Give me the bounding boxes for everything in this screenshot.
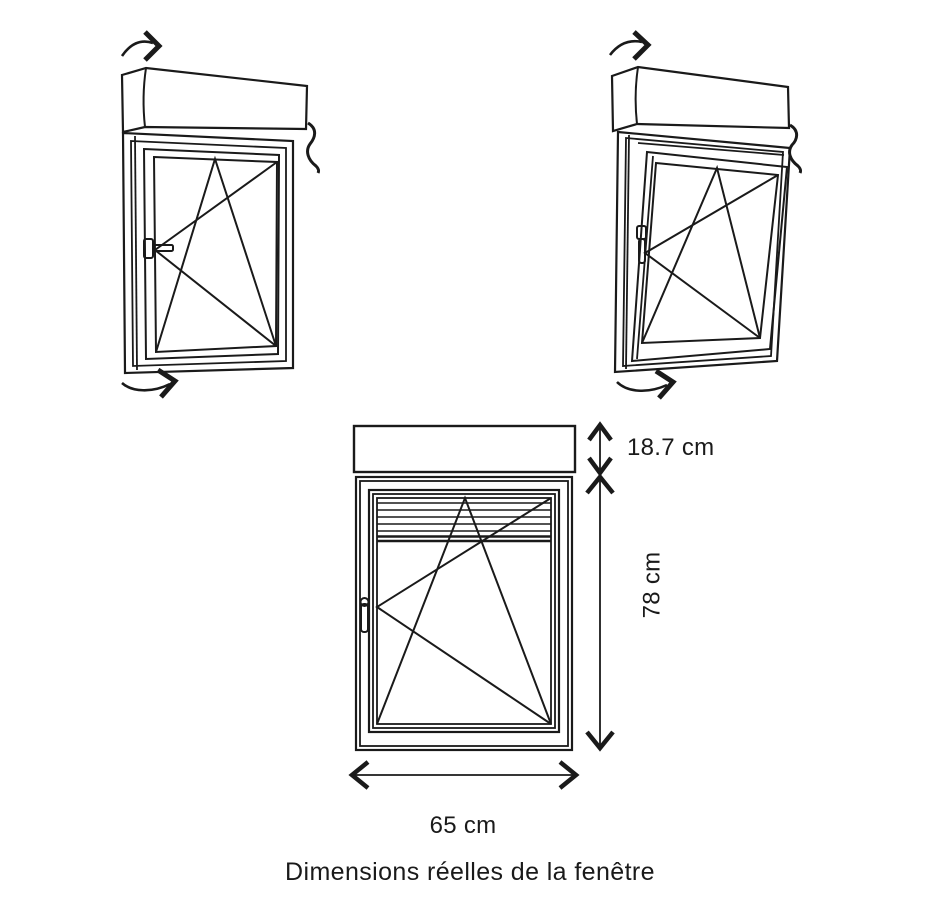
- window-front-view-svg: [348, 421, 615, 790]
- window-height-label: 78 cm: [626, 550, 678, 620]
- diagram-caption: Dimensions réelles de la fenêtre: [285, 858, 655, 886]
- window-front-view-dimensions-drawing: [330, 410, 640, 800]
- shutter-slats: [377, 502, 551, 543]
- window-perspective-closed-svg: [120, 30, 321, 399]
- window-height-label-text: 78 cm: [638, 551, 666, 619]
- window-height-dimension-arrow: [585, 473, 615, 752]
- roller-shutter-box: [610, 65, 791, 133]
- box-height-label: 18.7 cm: [627, 434, 715, 461]
- roller-shutter-box: [352, 424, 577, 474]
- window-frame: [121, 131, 295, 375]
- window-handle-icon: [143, 238, 174, 259]
- window-perspective-tilted-drawing: [590, 25, 880, 405]
- window-perspective-closed-drawing: [60, 25, 350, 405]
- box-height-dimension-arrow: [587, 421, 613, 477]
- window-width-label: 65 cm: [429, 812, 497, 839]
- roller-shutter-box: [120, 66, 309, 134]
- window-handle-icon: [636, 225, 647, 264]
- window-handle-icon: [359, 597, 370, 633]
- tilt-turn-lines: [641, 164, 779, 344]
- rotation-arrow-top-icon: [120, 30, 163, 62]
- tilt-turn-lines: [375, 495, 552, 725]
- window-perspective-tilted-svg: [608, 30, 803, 400]
- rotation-arrow-bottom-icon: [121, 367, 179, 399]
- rotation-arrow-top-icon: [608, 30, 652, 61]
- tilt-turn-lines: [153, 155, 278, 353]
- shutter-cord: [788, 123, 803, 174]
- window-width-dimension-arrow: [348, 760, 580, 790]
- window-sash: [367, 488, 561, 734]
- shutter-cord: [306, 121, 321, 174]
- rotation-arrow-bottom-icon: [616, 368, 677, 400]
- window-frame: [613, 130, 792, 374]
